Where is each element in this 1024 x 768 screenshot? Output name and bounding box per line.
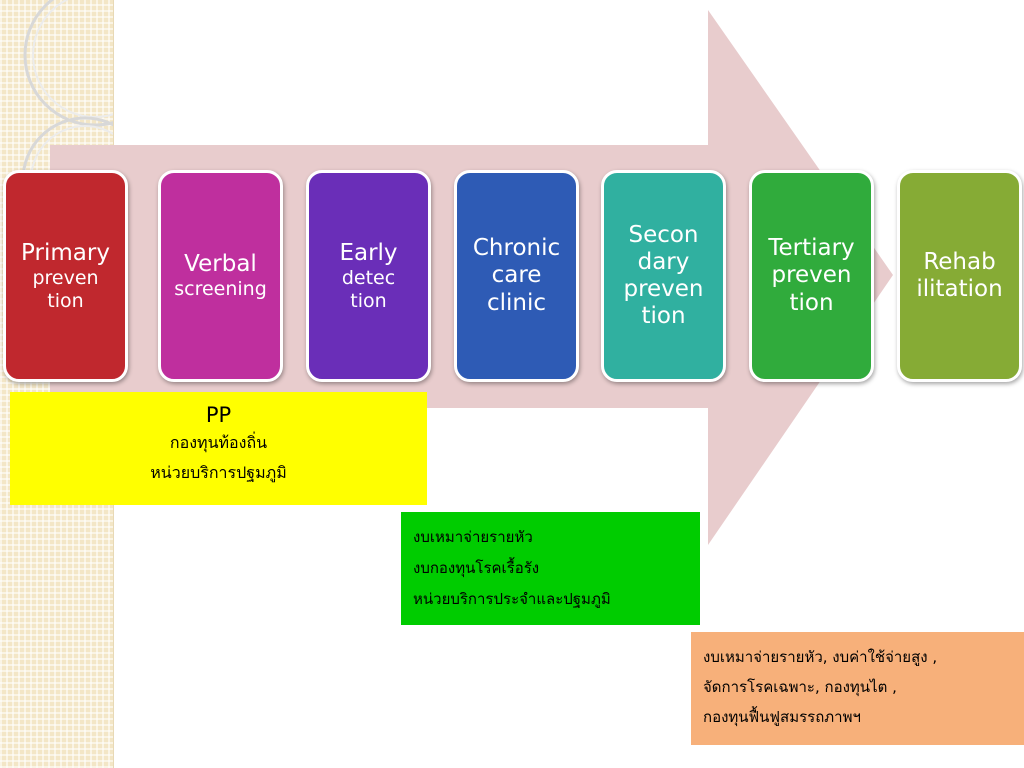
- stage-tertiary-label-1: Tertiary: [768, 235, 855, 262]
- stage-primary-label-2: preven: [32, 267, 99, 290]
- stage-tertiary-label-2: preven: [771, 262, 852, 289]
- stage-chronic-label-2: care: [491, 262, 542, 289]
- stage-early-label-3: tion: [350, 289, 387, 312]
- stage-early-label-2: detec: [341, 267, 396, 290]
- stage-verbal-label-1: Verbal: [184, 251, 257, 278]
- tertiary-line-1: งบเหมาจ่ายรายหัว, งบค่าใช้จ่ายสูง ,: [703, 648, 938, 666]
- pp-funding-note: PP กองทุนท้องถิ่น หน่วยบริการปฐมภูมิ: [10, 392, 427, 505]
- stage-rehab-label-1: Rehab: [923, 248, 996, 275]
- tertiary-line-3: กองทุนฟื้นฟูสมรรถภาพฯ: [703, 708, 861, 726]
- stage-secondary-label-3: preven: [623, 276, 704, 302]
- pp-title: PP: [205, 403, 232, 427]
- stage-primary-label-1: Primary: [21, 240, 110, 267]
- tertiary-line-2: จัดการโรคเฉพาะ, กองทุนไต ,: [703, 678, 897, 696]
- pp-line-1: กองทุนท้องถิ่น: [169, 433, 268, 452]
- tertiary-funding-note: งบเหมาจ่ายรายหัว, งบค่าใช้จ่ายสูง , จัดก…: [691, 632, 1024, 745]
- stage-early-label-1: Early: [339, 240, 398, 267]
- stage-chronic-label-1: Chronic: [472, 235, 561, 262]
- chronic-line-3: หน่วยบริการประจำและปฐมภูมิ: [413, 590, 611, 608]
- stage-secondary-label-2: dary: [637, 248, 690, 275]
- pp-line-2: หน่วยบริการปฐมภูมิ: [150, 463, 287, 482]
- stage-chronic-label-3: clinic: [486, 289, 547, 316]
- stage-verbal-label-2: screening: [174, 278, 267, 301]
- stage-secondary-label-4: tion: [641, 303, 686, 330]
- stage-secondary-label-1: Secon: [628, 221, 699, 248]
- stage-primary-label-3: tion: [47, 289, 84, 312]
- stage-tertiary-label-3: tion: [789, 289, 834, 316]
- chronic-line-1: งบเหมาจ่ายรายหัว: [413, 528, 533, 546]
- chronic-funding-note: งบเหมาจ่ายรายหัว งบกองทุนโรคเรื้อรัง หน่…: [401, 512, 700, 625]
- chronic-line-2: งบกองทุนโรคเรื้อรัง: [413, 559, 540, 577]
- stage-rehab-label-2: ilitation: [916, 276, 1003, 302]
